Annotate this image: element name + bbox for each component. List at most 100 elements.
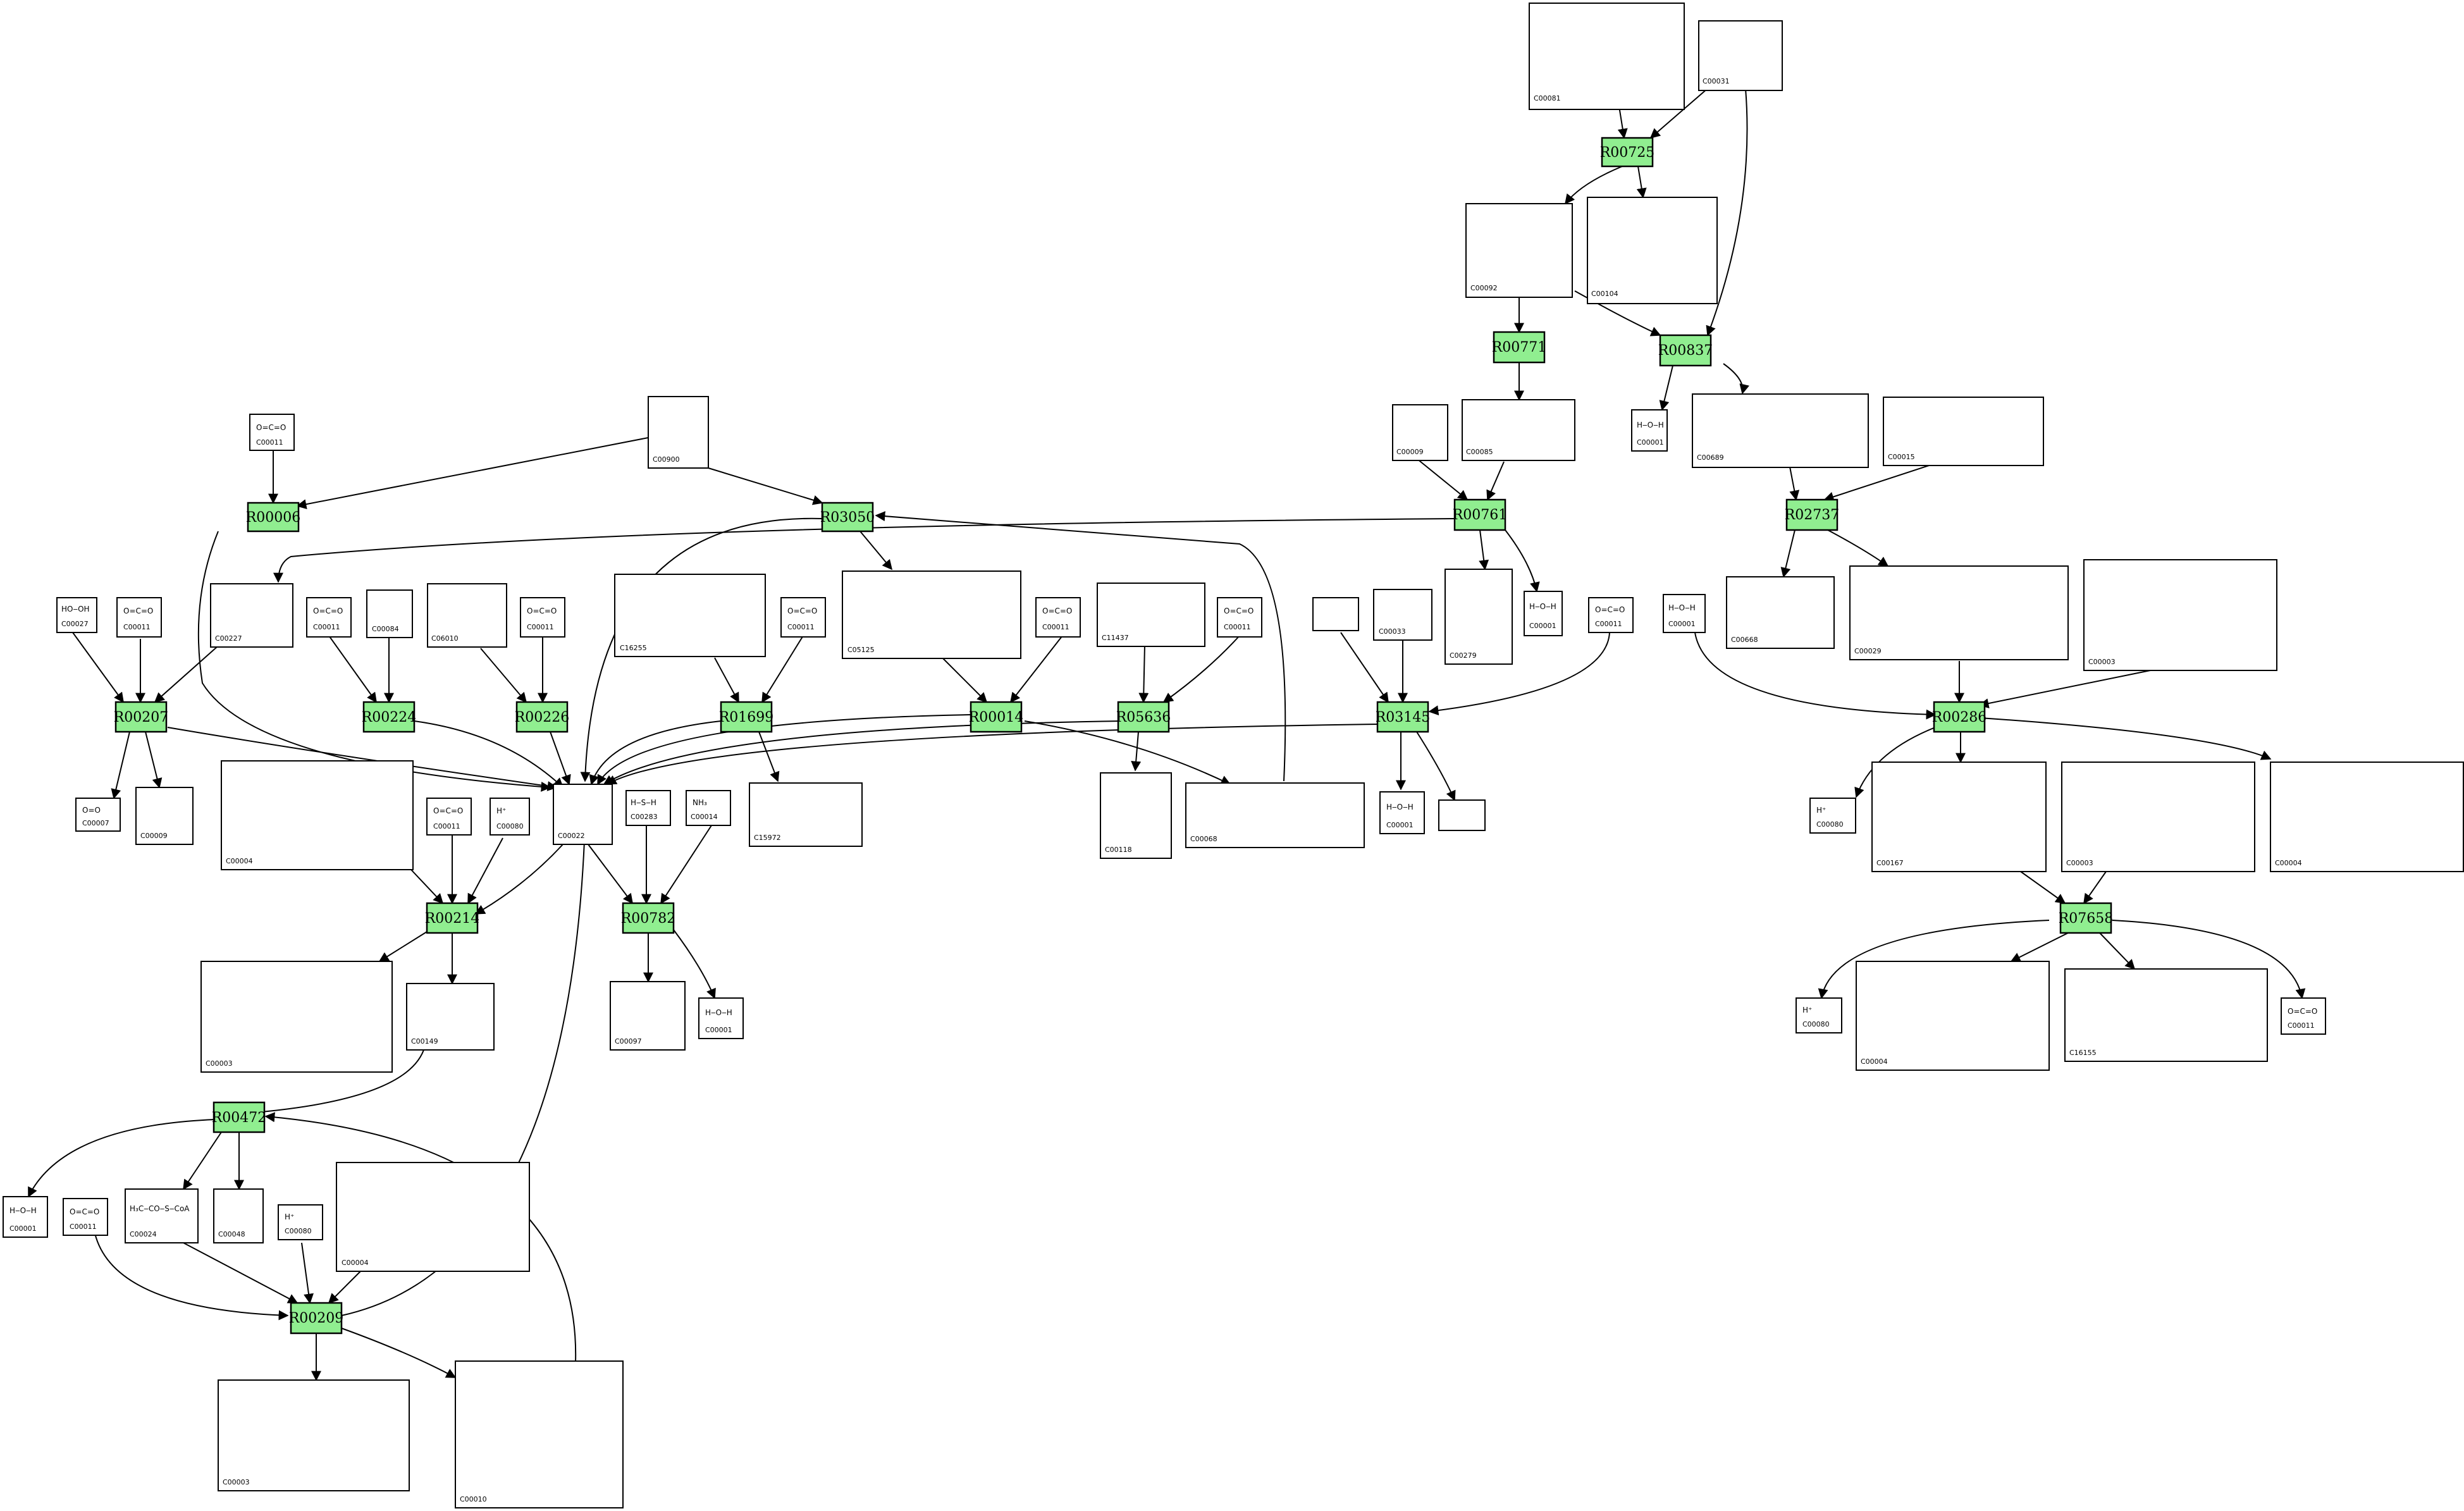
compound-C00031[interactable]: C00031 [1698, 20, 1783, 91]
edge [1416, 731, 1456, 801]
reaction-R00207[interactable]: R00207 [114, 701, 169, 733]
compound-C00084[interactable]: C00084 [366, 589, 413, 638]
reaction-R00006[interactable]: R00006 [246, 502, 301, 533]
compound-C00004[interactable]: C00004 [2270, 762, 2464, 872]
compound-C00668[interactable]: C00668 [1726, 576, 1835, 649]
compound-C00227[interactable]: C00227 [210, 583, 293, 648]
compound-C00004[interactable]: C00004 [221, 760, 414, 870]
compound-C00029[interactable]: C00029 [1849, 565, 2069, 660]
compound-C00004[interactable]: C00004 [1856, 961, 2050, 1071]
svg-text:O=C=O: O=C=O [1595, 605, 1625, 614]
compound-C00149[interactable]: C00149 [406, 983, 495, 1051]
reaction-R00214[interactable]: R00214 [425, 902, 480, 934]
reaction-R00761[interactable]: R00761 [1453, 498, 1508, 531]
reaction-R00725[interactable]: R00725 [1600, 137, 1655, 168]
edge [183, 1242, 299, 1304]
compound-C00003[interactable]: C00003 [2061, 762, 2255, 872]
reaction-R03145[interactable]: R03145 [1376, 701, 1431, 733]
edge [378, 929, 431, 962]
svg-text:O=C=O: O=C=O [433, 806, 463, 815]
compound-C00048[interactable]: C00048 [213, 1188, 264, 1243]
reaction-R01699[interactable]: R01699 [719, 701, 774, 733]
reaction-R00224[interactable]: R00224 [362, 701, 417, 733]
reaction-R00837[interactable]: R00837 [1658, 334, 1713, 367]
compound-C00080[interactable]: H⁺C00080 [1796, 997, 1842, 1033]
compound-C00033[interactable]: C00033 [1373, 589, 1432, 641]
edge [1854, 727, 1936, 798]
edge [1010, 635, 1063, 703]
compound-C00009[interactable]: C00009 [1392, 404, 1448, 461]
compound-C00118[interactable]: C00118 [1100, 772, 1172, 859]
compound-unlabeled-b[interactable] [1438, 799, 1486, 831]
compound-C00003[interactable]: C00003 [2083, 559, 2277, 671]
compound-C00009[interactable]: C00009 [135, 787, 194, 845]
compound-C00080[interactable]: H⁺C00080 [278, 1204, 323, 1240]
compound-C00003[interactable]: C00003 [218, 1379, 410, 1491]
reaction-R00209[interactable]: R00209 [289, 1302, 344, 1335]
reaction-R00472[interactable]: R00472 [212, 1101, 267, 1133]
reaction-R03050[interactable]: R03050 [820, 502, 875, 533]
reaction-R00226[interactable]: R00226 [515, 701, 570, 733]
compound-C00279[interactable]: C00279 [1445, 569, 1513, 665]
compound-C00900[interactable]: C00900 [648, 396, 709, 469]
reaction-R07658[interactable]: R07658 [2059, 902, 2114, 934]
compound-C05125[interactable]: C05125 [842, 570, 1021, 659]
compound-C00010[interactable]: C00010 [455, 1360, 624, 1508]
compound-C00080[interactable]: H⁺C00080 [1809, 798, 1856, 834]
compound-C00068[interactable]: C00068 [1185, 782, 1365, 848]
reaction-R05636[interactable]: R05636 [1116, 701, 1171, 733]
compound-C00104[interactable]: C00104 [1587, 197, 1718, 304]
svg-text:C00097: C00097 [615, 1037, 642, 1045]
compound-C00003[interactable]: C00003 [200, 961, 393, 1073]
reaction-R00782[interactable]: R00782 [621, 902, 676, 934]
edge [1131, 731, 1142, 772]
svg-text:C16255: C16255 [620, 644, 647, 652]
compound-C00080[interactable]: H⁺C00080 [490, 798, 530, 836]
compound-C00004[interactable]: C00004 [336, 1162, 530, 1272]
svg-text:C00011: C00011 [256, 438, 283, 447]
compound-C16255[interactable]: C16255 [614, 574, 766, 657]
compound-C00097[interactable]: C00097 [610, 981, 686, 1051]
compound-C00081[interactable]: C00081 [1529, 3, 1685, 110]
compound-C15972[interactable]: C15972 [749, 782, 863, 847]
svg-text:O=C=O: O=C=O [70, 1207, 99, 1216]
compound-C00085[interactable]: C00085 [1462, 399, 1575, 461]
compound-C11437[interactable]: C11437 [1097, 583, 1205, 647]
compound-C16155[interactable]: C16155 [2064, 968, 2268, 1062]
svg-text:C00668: C00668 [1731, 636, 1758, 644]
reaction-R02737[interactable]: R02737 [1785, 498, 1840, 531]
compound-unlabeled-a[interactable] [1312, 597, 1359, 631]
compound-C00015[interactable]: C00015 [1883, 397, 2044, 466]
compound-C06010[interactable]: C06010 [427, 583, 507, 648]
compound-C00022[interactable]: C00022 [553, 784, 613, 845]
edge [414, 720, 564, 789]
compound-C00092[interactable]: C00092 [1465, 203, 1573, 298]
reaction-R00014[interactable]: R00014 [969, 701, 1024, 733]
compound-C00167[interactable]: C00167 [1871, 762, 2047, 872]
reaction-R00286[interactable]: R00286 [1932, 701, 1987, 733]
compound-C00689[interactable]: C00689 [1692, 393, 1869, 468]
reaction-R00771[interactable]: R00771 [1492, 331, 1547, 364]
